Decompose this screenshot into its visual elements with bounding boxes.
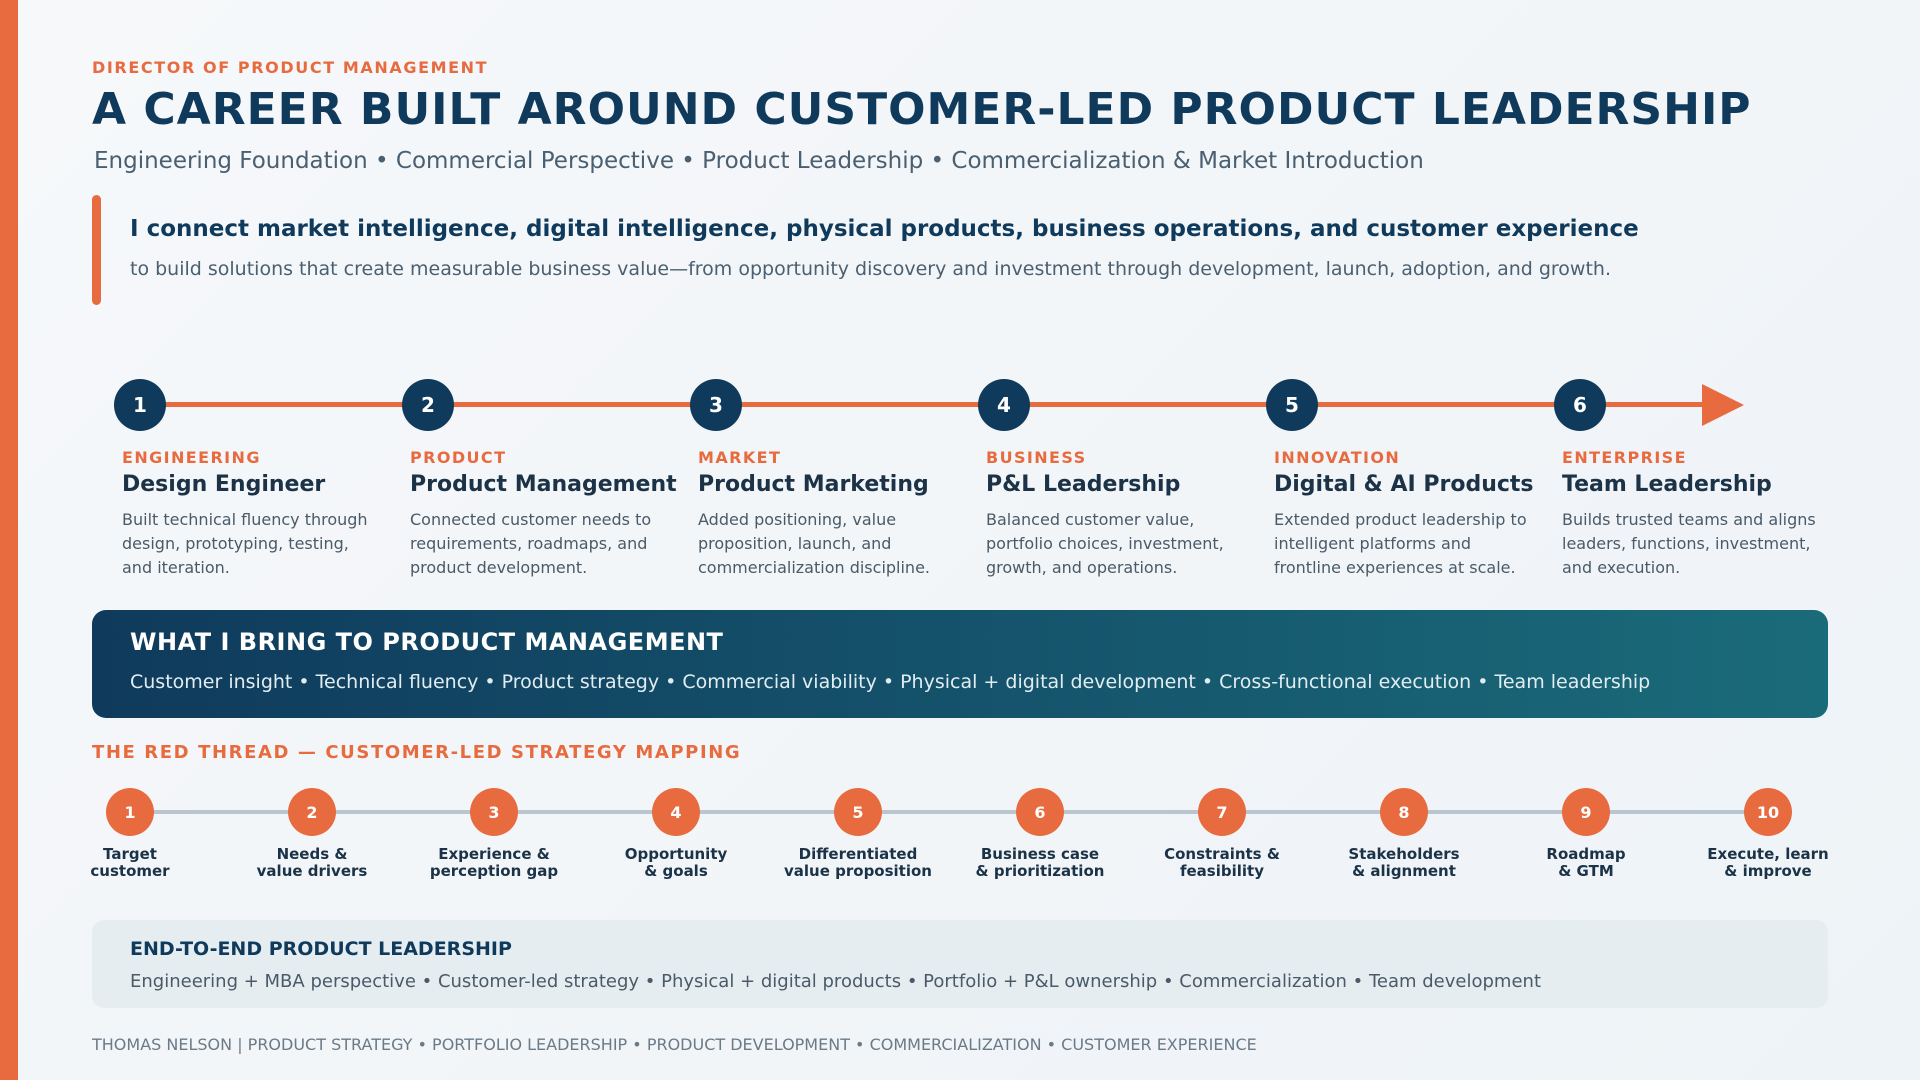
timeline-node-1: 1: [114, 379, 166, 431]
timeline-desc-5: Extended product leadership to intellige…: [1274, 510, 1527, 577]
red-thread-label-7: Constraints &feasibility: [1132, 846, 1312, 880]
red-thread-node-5: 5: [834, 788, 882, 836]
what-i-bring-title: WHAT I BRING TO PRODUCT MANAGEMENT: [130, 628, 724, 656]
red-thread-label-9: Roadmap& GTM: [1496, 846, 1676, 880]
timeline-node-5: 5: [1266, 379, 1318, 431]
eyebrow-label: DIRECTOR OF PRODUCT MANAGEMENT: [92, 58, 489, 77]
timeline-role-6: Team Leadership: [1562, 472, 1772, 497]
red-thread-label-10: Execute, learn& improve: [1678, 846, 1858, 880]
red-thread-label-line: Constraints &: [1164, 845, 1280, 863]
timeline-category-4: BUSINESS: [986, 448, 1087, 467]
red-thread-label-8: Stakeholders& alignment: [1314, 846, 1494, 880]
page-title: A CAREER BUILT AROUND CUSTOMER-LED PRODU…: [92, 84, 1752, 135]
red-thread-label-line: & alignment: [1352, 862, 1456, 880]
red-thread-node-6: 6: [1016, 788, 1064, 836]
red-thread-label-line: Execute, learn: [1707, 845, 1829, 863]
timeline-role-1: Design Engineer: [122, 472, 326, 497]
red-thread-label-line: value drivers: [256, 862, 368, 880]
timeline-node-4: 4: [978, 379, 1030, 431]
timeline-line: [140, 402, 1705, 407]
red-thread-label-4: Opportunity& goals: [586, 846, 766, 880]
timeline-role-3: Product Marketing: [698, 472, 929, 497]
red-thread-label-line: Business case: [980, 845, 1100, 863]
timeline-category-2: PRODUCT: [410, 448, 507, 467]
end-to-end-panel: END-TO-END PRODUCT LEADERSHIP Engineerin…: [92, 920, 1828, 1008]
timeline-category-3: MARKET: [698, 448, 782, 467]
red-thread-label-line: value proposition: [784, 862, 932, 880]
timeline-arrow-icon: [1702, 384, 1744, 426]
red-thread-label-line: & prioritization: [975, 862, 1105, 880]
page-subtitle: Engineering Foundation • Commercial Pers…: [94, 148, 1424, 174]
red-thread-node-10: 10: [1744, 788, 1792, 836]
footer-text: THOMAS NELSON | PRODUCT STRATEGY • PORTF…: [92, 1035, 1257, 1054]
red-thread-label-line: Target: [103, 845, 157, 863]
timeline-role-5: Digital & AI Products: [1274, 472, 1534, 497]
timeline-desc-4: Balanced customer value, portfolio choic…: [986, 510, 1224, 577]
timeline-desc-1: Built technical fluency through design, …: [122, 510, 368, 577]
red-thread-label-line: perception gap: [429, 862, 559, 880]
red-thread-node-3: 3: [470, 788, 518, 836]
timeline-desc-6: Builds trusted teams and aligns leaders,…: [1562, 510, 1816, 577]
timeline-role-2: Product Management: [410, 472, 677, 497]
red-thread-label-line: Needs &: [276, 845, 348, 863]
red-thread-node-4: 4: [652, 788, 700, 836]
red-thread-node-7: 7: [1198, 788, 1246, 836]
red-thread-label-line: & improve: [1724, 862, 1812, 880]
red-thread-node-9: 9: [1562, 788, 1610, 836]
red-thread-label-line: Roadmap: [1546, 845, 1626, 863]
red-thread-label-line: feasibility: [1179, 862, 1264, 880]
what-i-bring-list: Customer insight • Technical fluency • P…: [130, 671, 1651, 693]
timeline-node-2: 2: [402, 379, 454, 431]
red-thread-label-line: Differentiated: [798, 845, 918, 863]
statement-sub: to build solutions that create measurabl…: [130, 258, 1611, 280]
red-thread-title: THE RED THREAD — CUSTOMER-LED STRATEGY M…: [92, 742, 742, 763]
timeline-category-1: ENGINEERING: [122, 448, 261, 467]
red-thread-label-line: & GTM: [1558, 862, 1614, 880]
timeline-role-4: P&L Leadership: [986, 472, 1181, 497]
timeline-desc-3: Added positioning, value proposition, la…: [698, 510, 930, 577]
red-thread-label-line: Opportunity: [624, 845, 728, 863]
red-thread-node-2: 2: [288, 788, 336, 836]
statement-accent-bar: [92, 195, 101, 305]
red-thread-label-6: Business case& prioritization: [950, 846, 1130, 880]
red-thread-label-line: Experience &: [438, 845, 550, 863]
timeline-node-6: 6: [1554, 379, 1606, 431]
red-thread-line: [130, 810, 1768, 814]
timeline-node-3: 3: [690, 379, 742, 431]
statement-main: I connect market intelligence, digital i…: [130, 216, 1639, 242]
red-thread-node-8: 8: [1380, 788, 1428, 836]
red-thread-node-1: 1: [106, 788, 154, 836]
red-thread-label-line: customer: [90, 862, 170, 880]
red-thread-label-3: Experience &perception gap: [404, 846, 584, 880]
end-to-end-list: Engineering + MBA perspective • Customer…: [130, 971, 1541, 992]
timeline-desc-2: Connected customer needs to requirements…: [410, 510, 652, 577]
what-i-bring-panel: WHAT I BRING TO PRODUCT MANAGEMENT Custo…: [92, 610, 1828, 718]
red-thread-label-2: Needs &value drivers: [222, 846, 402, 880]
timeline-category-6: ENTERPRISE: [1562, 448, 1687, 467]
end-to-end-title: END-TO-END PRODUCT LEADERSHIP: [130, 938, 512, 960]
red-thread-label-line: & goals: [644, 862, 708, 880]
red-thread-label-line: Stakeholders: [1348, 845, 1460, 863]
timeline-category-5: INNOVATION: [1274, 448, 1401, 467]
left-accent-bar: [0, 0, 18, 1080]
